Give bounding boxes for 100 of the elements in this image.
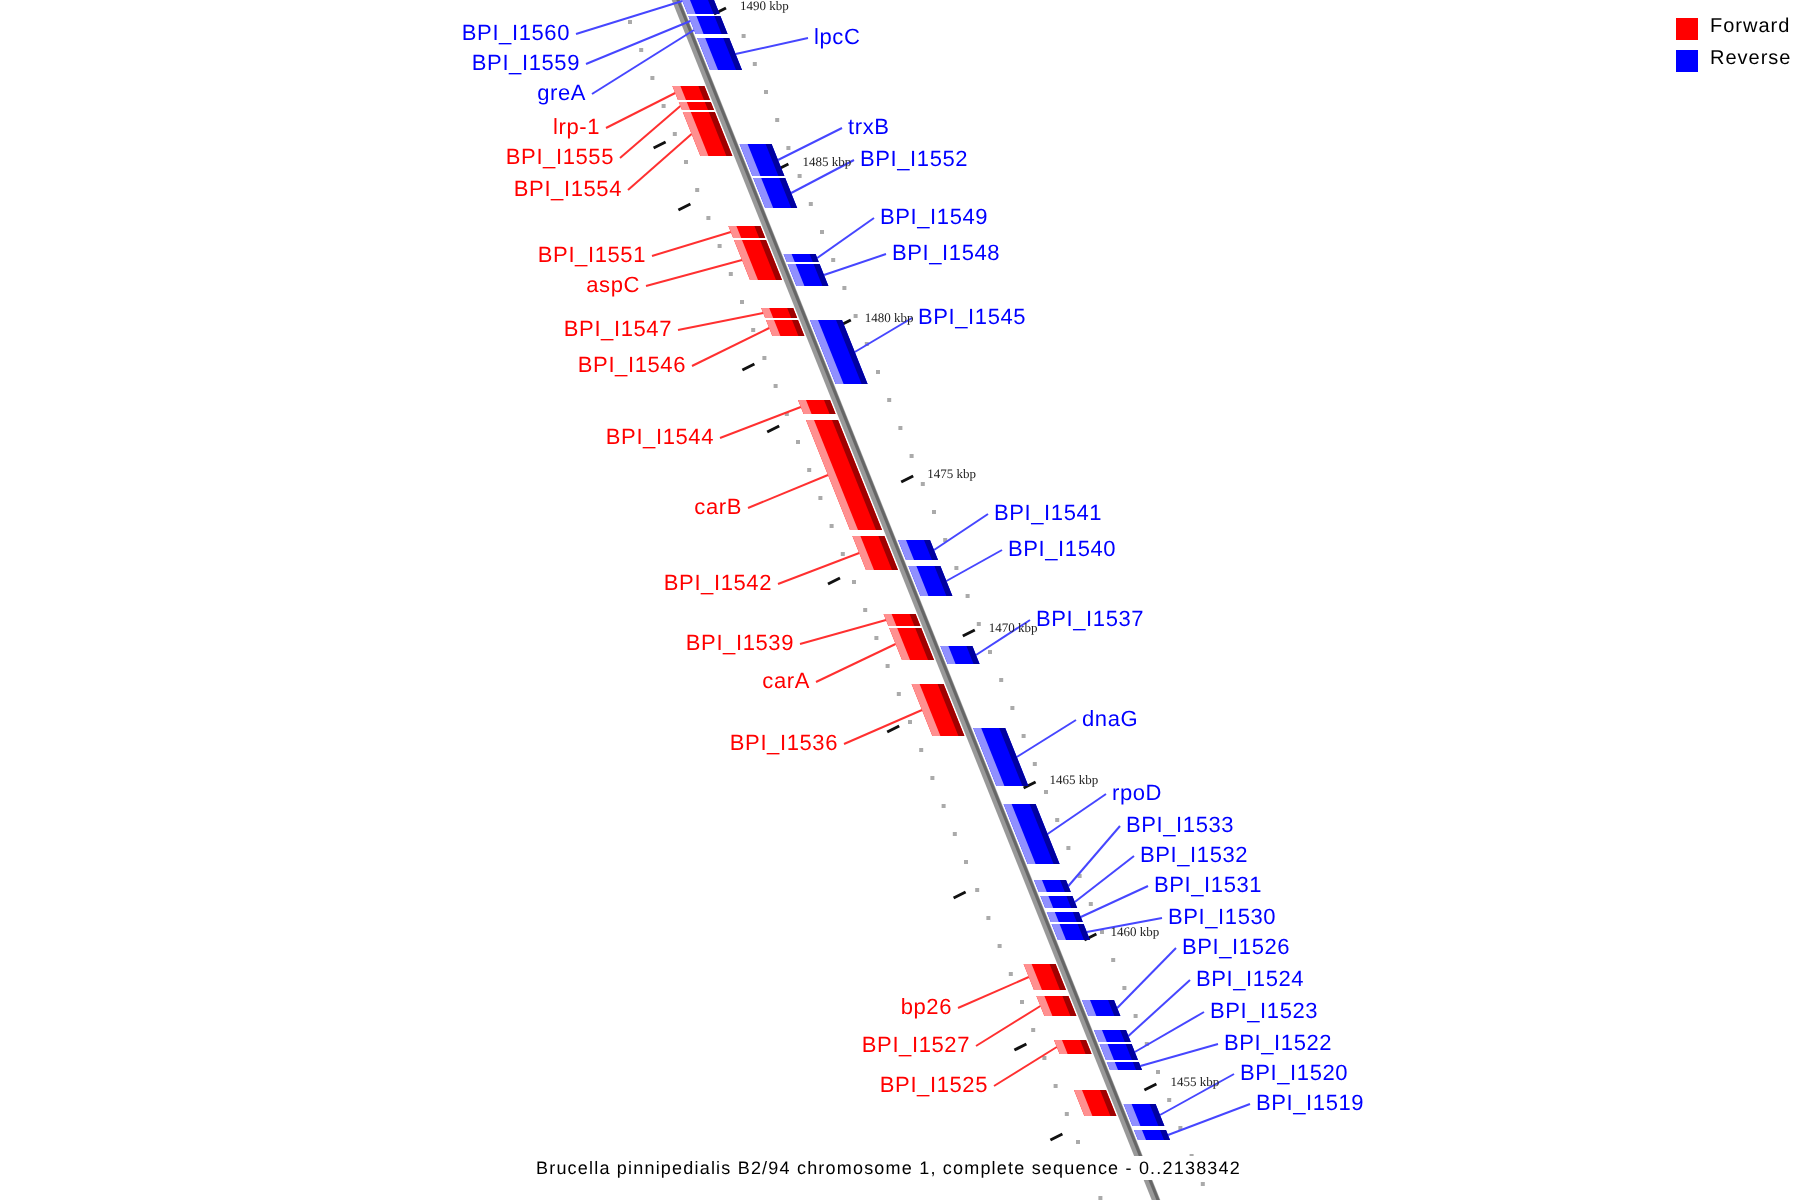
gene-label: BPI_I1522 xyxy=(1224,1030,1333,1058)
gene-label: BPI_I1527 xyxy=(861,1032,970,1060)
gene-block xyxy=(806,420,882,530)
leader-line xyxy=(853,317,913,353)
gene-label: BPI_I1559 xyxy=(471,50,580,78)
leader-line xyxy=(1015,719,1077,758)
leader-line xyxy=(933,513,989,551)
gene-label: carB xyxy=(694,494,742,522)
gene-label: dnaG xyxy=(1082,706,1139,734)
leader-line xyxy=(777,552,861,585)
gene-block xyxy=(766,320,805,336)
gene-block xyxy=(677,0,720,14)
gene-label: BPI_I1536 xyxy=(729,730,838,758)
gene-block xyxy=(678,102,714,110)
gene-label: lrp-1 xyxy=(552,114,600,142)
gene-block xyxy=(1074,1090,1117,1116)
gene-label: BPI_I1546 xyxy=(577,352,686,380)
caption: Brucella pinnipedialis B2/94 chromosome 1, complete sequence - 0..2138342 xyxy=(536,1156,1241,1180)
leader-line xyxy=(957,976,1030,1009)
leader-line xyxy=(975,619,1031,656)
gene-block xyxy=(783,254,819,262)
gene-block xyxy=(688,16,725,26)
gene-block xyxy=(1023,964,1066,990)
gene-block xyxy=(1123,1104,1165,1126)
gene-label: BPI_I1541 xyxy=(994,500,1103,528)
gene-label: rpoD xyxy=(1112,780,1163,808)
leader-line xyxy=(815,643,897,683)
gene-label: BPI_I1548 xyxy=(892,240,1001,268)
leader-line xyxy=(605,92,677,129)
gene-label: BPI_I1525 xyxy=(879,1072,988,1100)
gene-block xyxy=(1040,896,1078,908)
leader-line xyxy=(843,709,923,745)
leader-line xyxy=(719,406,802,439)
leader-line xyxy=(627,133,693,191)
gene-label: aspC xyxy=(586,272,640,300)
leader-line xyxy=(619,105,682,159)
gene-block xyxy=(810,320,868,384)
leader-line xyxy=(799,619,887,645)
gene-block xyxy=(898,540,938,560)
gene-label: trxB xyxy=(848,114,890,142)
leader-line xyxy=(945,549,1003,582)
leader-line xyxy=(790,159,855,194)
gene-label: BPI_I1551 xyxy=(537,242,646,270)
gene-block xyxy=(1046,912,1083,922)
leader-line xyxy=(1167,1103,1251,1136)
gene-block xyxy=(973,728,1029,786)
leader-line xyxy=(777,127,843,161)
gene-block xyxy=(672,86,710,100)
leader-line xyxy=(823,253,887,276)
leader-line xyxy=(734,37,809,55)
gene-block xyxy=(940,646,980,664)
gene-label: BPI_I1532 xyxy=(1140,842,1249,870)
gene-label: BPI_I1539 xyxy=(685,630,794,658)
gene-label: BPI_I1519 xyxy=(1256,1090,1365,1118)
leader-line xyxy=(1085,917,1163,933)
gene-block xyxy=(697,38,742,70)
gene-label: BPI_I1523 xyxy=(1210,998,1319,1026)
legend-label: Forward xyxy=(1710,16,1791,40)
gene-label: BPI_I1537 xyxy=(1036,606,1145,634)
gene-label: BPI_I1560 xyxy=(461,20,570,48)
gene-label: BPI_I1547 xyxy=(563,316,672,344)
gene-block xyxy=(739,144,785,176)
gene-block xyxy=(1082,1000,1121,1016)
leader-line xyxy=(1046,793,1107,835)
leader-line xyxy=(1116,947,1177,1009)
leader-line xyxy=(651,231,732,257)
leader-line xyxy=(816,217,875,259)
gene-block xyxy=(728,226,766,238)
leader-line xyxy=(747,474,829,509)
gene-label: BPI_I1533 xyxy=(1126,812,1235,840)
gene-label: BPI_I1545 xyxy=(918,304,1027,332)
legend-label: Reverse xyxy=(1710,48,1792,72)
leader-line xyxy=(1067,825,1121,887)
gene-label: lpcC xyxy=(814,24,861,52)
gene-label: BPI_I1526 xyxy=(1182,934,1291,962)
gene-label: BPI_I1531 xyxy=(1154,872,1263,900)
gene-label: bp26 xyxy=(900,994,952,1022)
gene-label: BPI_I1555 xyxy=(505,144,614,172)
leader-line xyxy=(585,20,692,65)
leader-line xyxy=(677,312,765,331)
gene-block xyxy=(761,308,798,318)
gene-label: carA xyxy=(762,668,810,696)
gene-label: BPI_I1554 xyxy=(513,176,622,204)
gene-block xyxy=(692,26,728,34)
gene-label: BPI_I1540 xyxy=(1008,536,1117,564)
gene-label: BPI_I1520 xyxy=(1240,1060,1349,1088)
gene-block xyxy=(852,536,898,570)
gene-label: greA xyxy=(537,80,586,108)
gene-block xyxy=(753,178,798,208)
gene-block xyxy=(1034,880,1071,892)
leader-line xyxy=(575,0,684,35)
leader-line xyxy=(1127,979,1191,1037)
leader-line xyxy=(1139,1043,1219,1067)
leader-line xyxy=(691,327,771,367)
leader-line xyxy=(993,1046,1058,1087)
leader-line xyxy=(1159,1073,1235,1116)
gene-block xyxy=(883,614,921,626)
gene-block xyxy=(798,400,836,414)
leader-line xyxy=(645,259,743,287)
gene-block xyxy=(1036,996,1077,1016)
